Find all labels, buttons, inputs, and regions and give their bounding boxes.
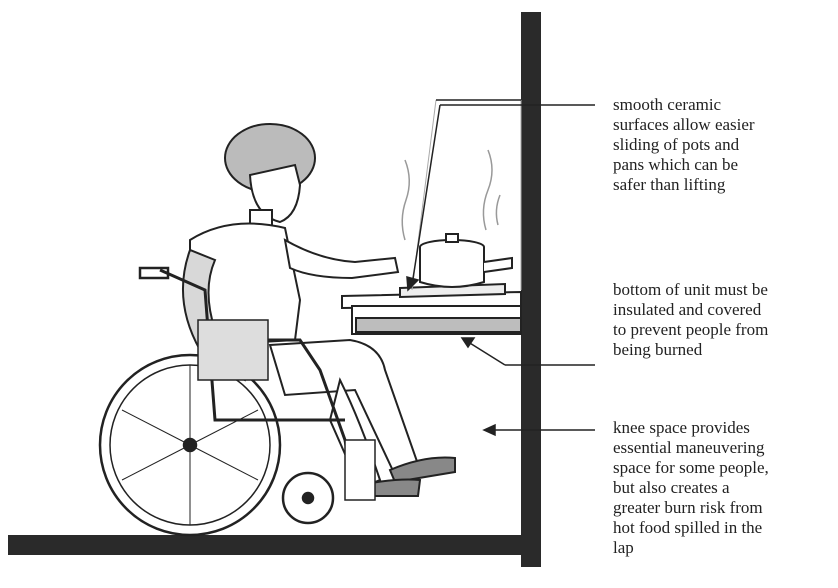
floor bbox=[8, 535, 541, 555]
pot bbox=[420, 234, 512, 287]
callout-ceramic-surfaces: smooth ceramic surfaces allow easier sli… bbox=[613, 95, 828, 195]
cooktop-unit bbox=[342, 100, 521, 334]
wall bbox=[521, 12, 541, 567]
callout-insulated-bottom: bottom of unit must be insulated and cov… bbox=[613, 280, 838, 360]
steam bbox=[402, 150, 500, 240]
callout-knee-space: knee space provides essential maneuverin… bbox=[613, 418, 838, 558]
